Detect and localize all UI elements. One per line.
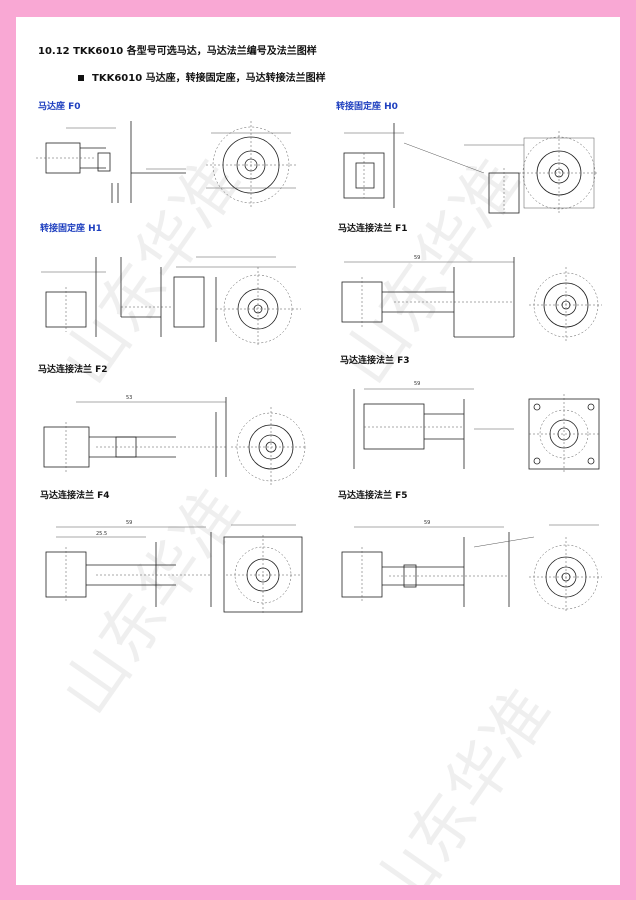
drawing-h1 [41,256,301,347]
drawing-f1: 59 [341,255,602,343]
f4-dim-25-5: 25.5 [96,531,107,537]
diagram-label-f5: 马达连接法兰 F5 [338,491,408,501]
drawing-f4: 59 25.5 [45,520,303,613]
section-title: 10.12 TKK6010 各型号可选马达，马达法兰编号及法兰图样 [38,46,317,57]
drawing-f3: 59 [353,381,600,474]
diagram-label-f0: 马达座 F0 [38,102,81,112]
f3-dim-59: 59 [414,381,420,387]
f5-dim-59: 59 [424,520,430,526]
document-page: 山东华准 山东华准 山东华准 山东华准 10.12 TKK6010 各型号可选马… [16,17,620,885]
diagram-label-h1: 转接固定座 H1 [40,224,102,234]
f4-dim-59: 59 [126,520,132,526]
drawing-f2: 53 [43,395,306,485]
watermark-4: 山东华准 [358,675,566,885]
drawing-f0 [36,121,298,209]
f2-dim-53: 53 [126,395,132,401]
diagram-label-f2: 马达连接法兰 F2 [38,365,108,375]
diagram-label-f4: 马达连接法兰 F4 [40,491,110,501]
diagram-label-f3: 马达连接法兰 F3 [340,356,410,366]
drawing-h0 [343,123,599,214]
drawing-f5: 59 [341,520,602,613]
diagram-label-f1: 马达连接法兰 F1 [338,224,408,234]
f1-dim-59: 59 [414,255,420,261]
bullet-item: TKK6010 马达座，转接固定座，马达转接法兰图样 [78,69,326,84]
bullet-text: TKK6010 马达座，转接固定座，马达转接法兰图样 [92,73,326,84]
diagram-label-h0: 转接固定座 H0 [336,102,398,112]
bullet-square-icon [78,75,84,81]
